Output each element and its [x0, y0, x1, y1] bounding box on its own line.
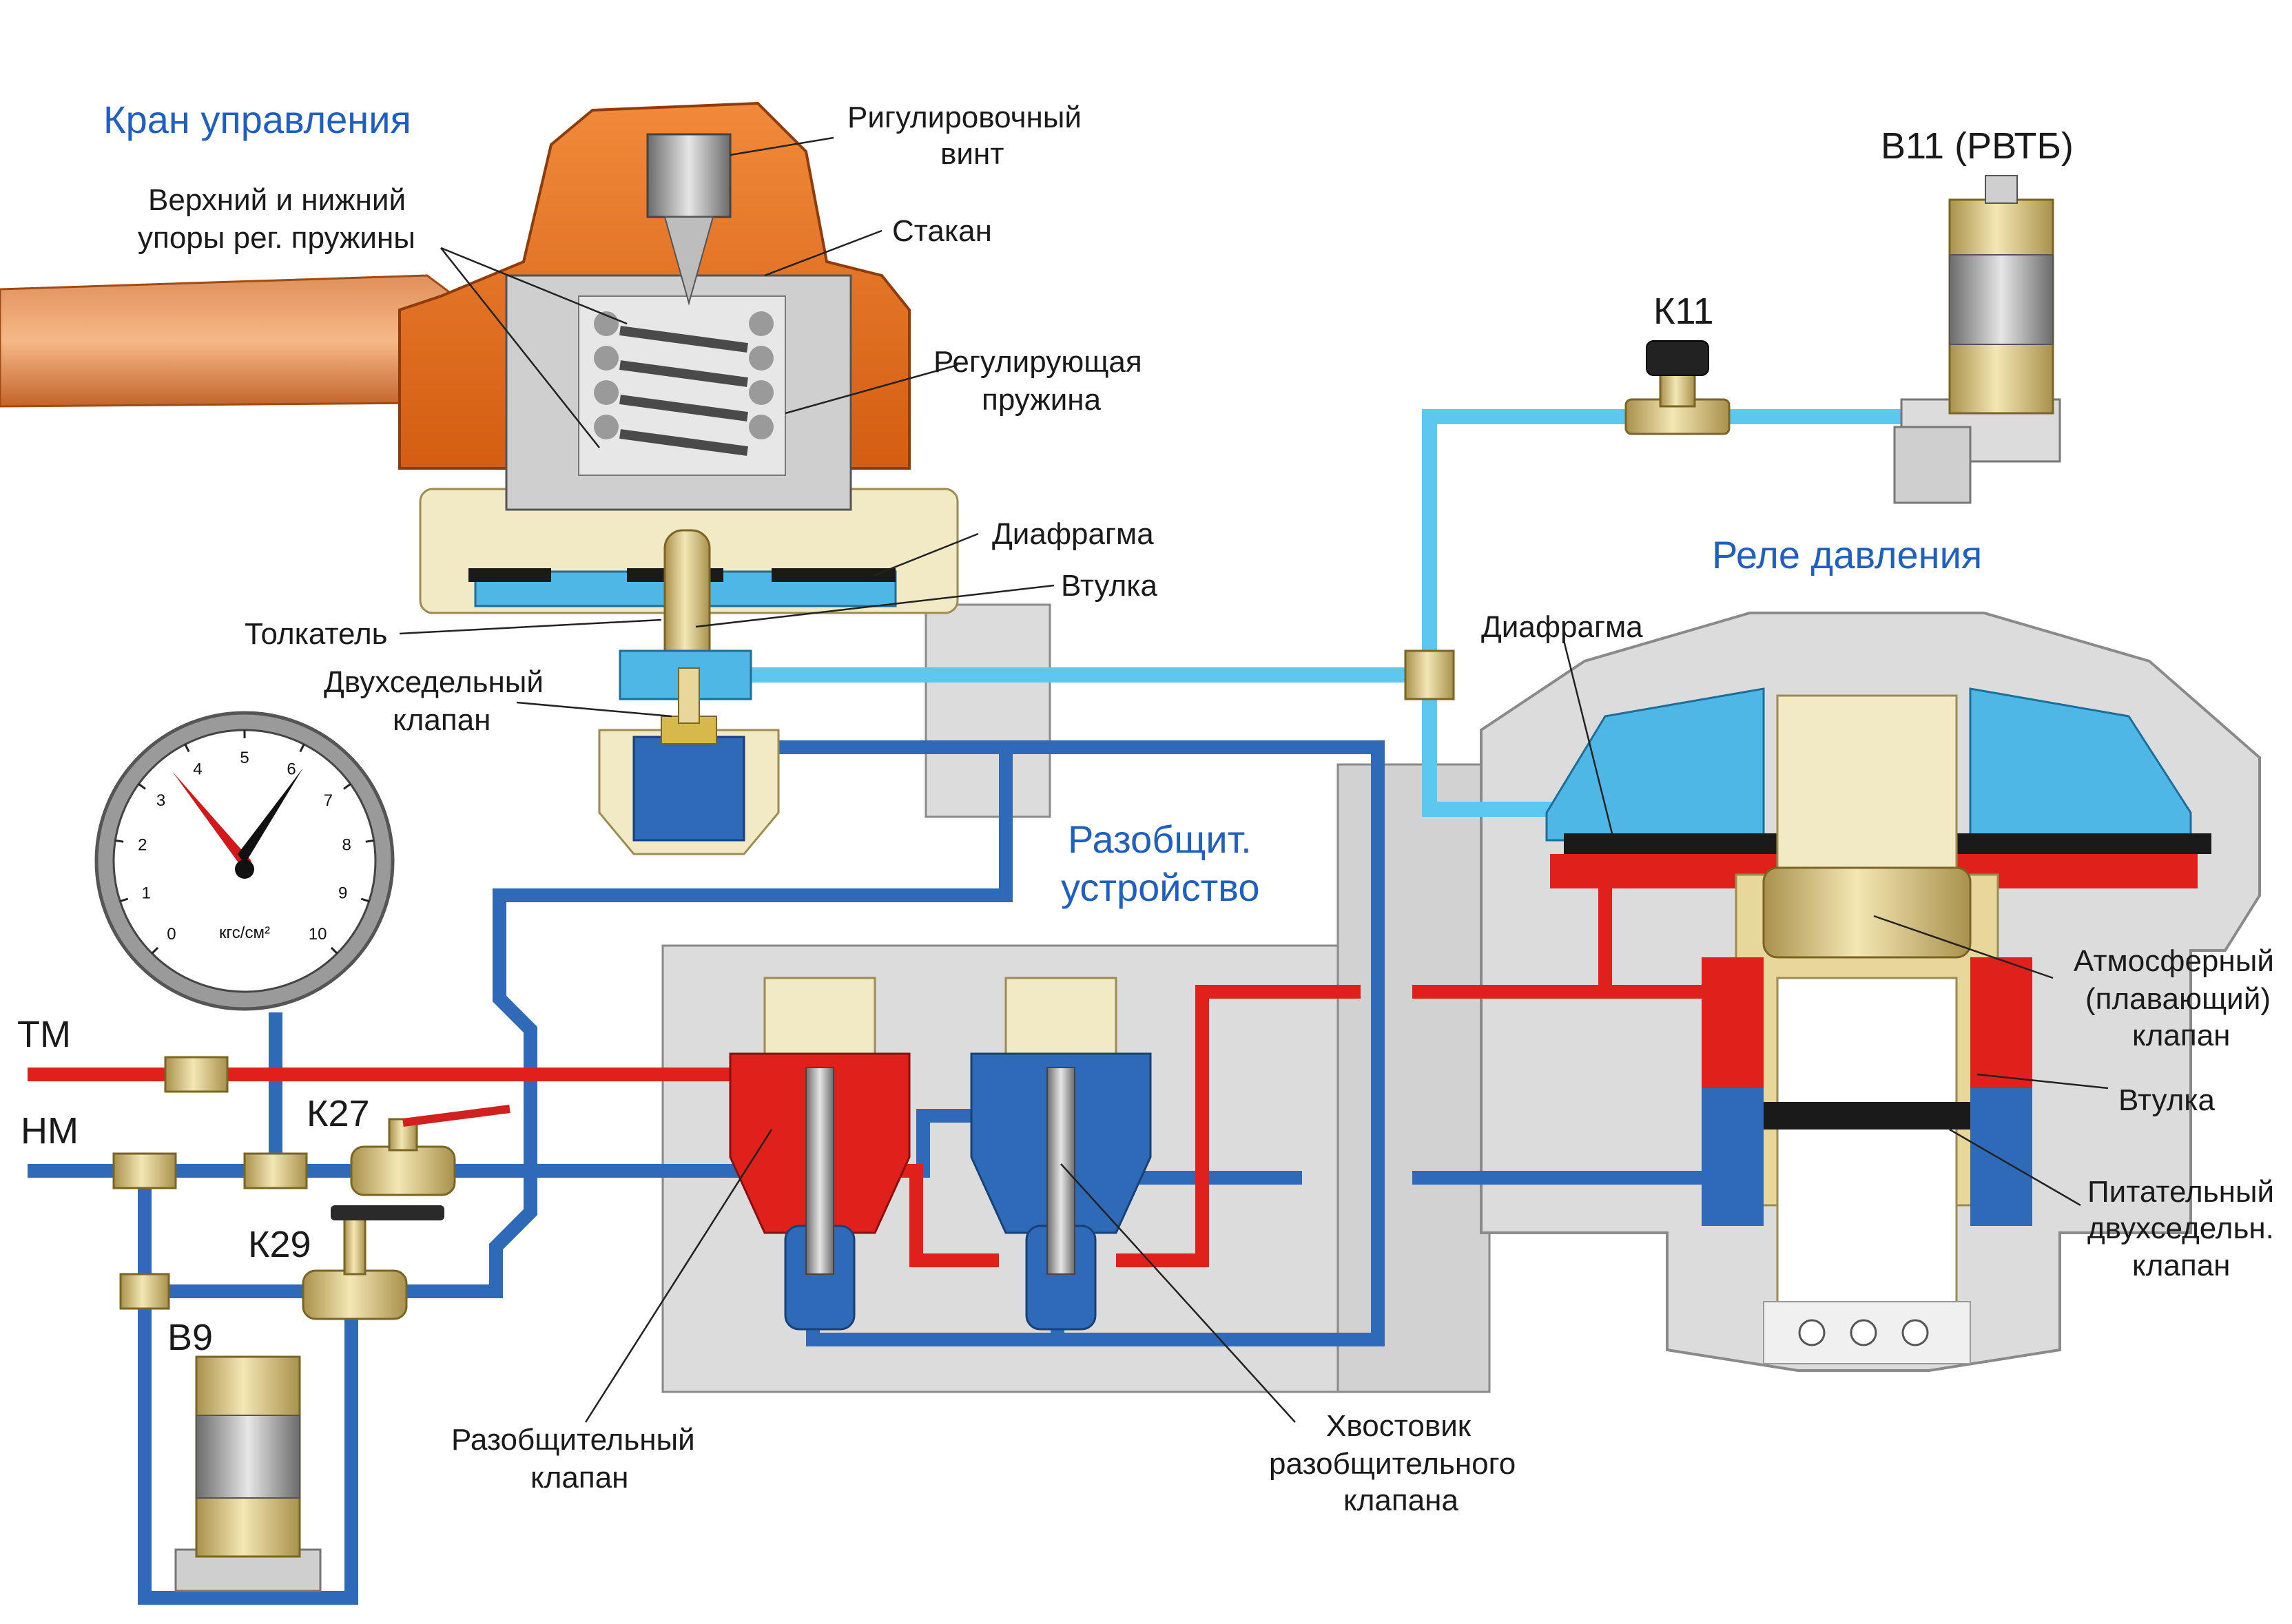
label-adjust-screw-1: Ригулировочный [847, 101, 1082, 134]
pressure-gauge: 0 1 2 3 4 5 6 7 8 9 10 кгс/см² [94, 711, 395, 1011]
disconnect-valve-right [970, 977, 1152, 1331]
label-atm-valve-3: клапан [2132, 1019, 2230, 1052]
label-spring-stops-1: Верхний и нижний [148, 183, 406, 217]
valve-k27[interactable] [350, 1105, 510, 1196]
gauge-tick-label: 5 [240, 749, 249, 767]
gauge-tick-label: 10 [309, 925, 327, 944]
gauge-tick-label: 0 [167, 925, 176, 944]
valve-k11[interactable] [1624, 340, 1731, 435]
gauge-tick-label: 3 [156, 791, 165, 810]
gauge-tick-label: 6 [287, 760, 296, 778]
gauge-tick-label: 7 [324, 791, 333, 810]
label-bushing-top: Втулка [1061, 569, 1157, 603]
control-valve [0, 101, 959, 855]
regulating-spring [594, 311, 774, 456]
gauge-tick-mark [299, 744, 305, 753]
reservoir-b9 [174, 1355, 322, 1592]
feed-valve-seat [1764, 1102, 1970, 1129]
gauge-tick-mark [365, 839, 374, 843]
label-tail-2: разобщительного [1269, 1447, 1516, 1481]
gauge-tick-label: 2 [138, 836, 147, 855]
gauge-tick-mark [184, 744, 190, 753]
gauge-tick-mark [360, 897, 370, 903]
label-disc-valve-1: Разобщительный [451, 1423, 695, 1457]
gauge-unit: кгс/см² [219, 924, 270, 942]
atmospheric-valve [1762, 866, 1972, 959]
label-atm-valve-2: (плавающий) [2085, 982, 2271, 1016]
label-b11: В11 (РВТБ) [1881, 125, 2074, 167]
label-k11: К11 [1653, 291, 1714, 332]
label-feed-valve-1: Питательный [2087, 1175, 2274, 1209]
device-b11 [1893, 175, 2061, 504]
gauge-tick-label: 4 [193, 760, 202, 778]
tee-fitting-control [1404, 649, 1455, 700]
label-diaphragm-relay: Диафрагма [1481, 610, 1643, 644]
label-reg-spring-2: пружина [982, 383, 1102, 417]
gauge-tick-label: 8 [342, 836, 351, 855]
label-pusher: Толкатель [245, 617, 388, 651]
label-double-seat-1: Двухседельный [324, 665, 544, 699]
label-bushing-relay: Втулка [2118, 1083, 2215, 1117]
valve-handle[interactable] [0, 274, 456, 408]
title-disconnect-line2: устройство [1061, 866, 1260, 909]
label-k27: К27 [307, 1093, 370, 1134]
label-reg-spring-1: Регулирующая [933, 345, 1142, 379]
label-feed-valve-2: двухседельн. [2087, 1211, 2274, 1245]
title-control-valve: Кран управления [103, 98, 411, 141]
control-line-pipes [733, 409, 1922, 817]
gauge-tick-mark [119, 897, 129, 903]
gauge-tick-mark [115, 839, 124, 843]
label-adjust-screw-2: винт [940, 137, 1004, 171]
control-valve-block [925, 603, 1051, 818]
label-atm-valve-1: Атмосферный [2074, 944, 2274, 978]
gauge-tick-label: 9 [338, 884, 347, 902]
label-k29: К29 [248, 1224, 311, 1265]
gauge-tick-mark [138, 783, 146, 790]
disconnect-valve-left [729, 977, 911, 1331]
label-tail-3: клапана [1343, 1484, 1458, 1517]
label-nm: НМ [21, 1110, 79, 1152]
title-disconnect-line1: Разобщит. [1068, 818, 1252, 861]
gauge-tick-mark [343, 783, 351, 790]
label-feed-valve-3: клапан [2132, 1249, 2230, 1282]
tee-fitting-nm [112, 1152, 308, 1310]
label-diaphragm-top: Диафрагма [992, 517, 1154, 551]
gauge-tick-label: 1 [142, 884, 151, 902]
label-spring-stops-2: упоры рег. пружины [138, 221, 415, 255]
label-b9: В9 [167, 1317, 213, 1358]
tm-line-pipes [28, 861, 1736, 1267]
label-double-seat-2: клапан [393, 703, 491, 737]
adjusting-screw[interactable] [646, 133, 732, 218]
tee-fitting-tm [164, 1056, 229, 1093]
leader-lines [399, 136, 2109, 1423]
valve-k29[interactable] [302, 1205, 444, 1320]
title-pressure-relay: Реле давления [1712, 533, 1982, 576]
pressure-relay-internals [1545, 687, 2211, 1364]
label-disc-valve-2: клапан [530, 1461, 628, 1495]
labels: Кран управления Реле давления Разобщит. … [17, 98, 2274, 1517]
label-cup: Стакан [892, 214, 992, 248]
gauge-tick-mark [330, 946, 338, 955]
gauge-tick-mark [151, 946, 159, 955]
label-tail-1: Хвостовик [1326, 1409, 1472, 1443]
label-tm: ТМ [17, 1014, 71, 1055]
